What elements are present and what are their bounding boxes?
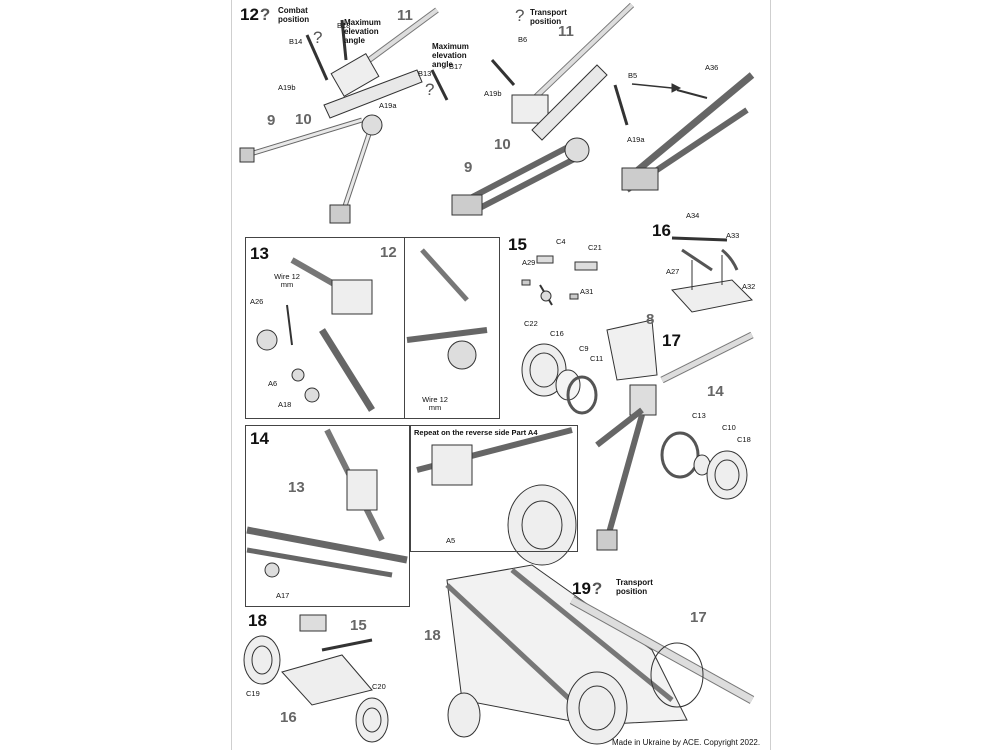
step13-wire-label: Wire 12 mm	[274, 272, 300, 289]
part-A19a-t: A19a	[627, 135, 645, 144]
step12b-callout-11: 11	[558, 23, 574, 40]
step18-callout-16: 16	[280, 709, 297, 726]
step16-number: 16	[652, 221, 671, 240]
question-icon: ?	[259, 5, 271, 24]
step17-callout-14: 14	[707, 383, 724, 400]
step12-transport-drawing	[451, 2, 755, 216]
step19-transport-note: Transport position	[616, 578, 653, 596]
step14-number: 14	[250, 429, 269, 448]
step12-combat-note: Combat position	[278, 6, 310, 24]
step18-callout-15: 15	[350, 617, 367, 634]
part-C10: C10	[722, 423, 736, 432]
step13-detail-frame	[404, 237, 500, 419]
part-C13: C13	[692, 411, 706, 420]
part-A26: A26	[250, 297, 264, 306]
step12-number: 12?	[240, 5, 271, 24]
copyright-footer: Made in Ukraine by ACE. Copyright 2022.	[612, 738, 761, 747]
step19-callout-17: 17	[690, 609, 707, 626]
part-A27: A27	[666, 267, 680, 276]
part-B6: B6	[518, 35, 528, 44]
step15-parts-drawing	[521, 255, 598, 415]
step17-callout-8: 8	[646, 311, 655, 328]
step17-assembly-drawing	[595, 319, 754, 551]
assembly-drawings	[239, 2, 755, 745]
step14-detail-frame	[410, 425, 578, 552]
step12-callout-10: 10	[295, 111, 312, 128]
part-B13: B13	[418, 69, 432, 78]
part-C20: C20	[372, 682, 386, 691]
part-C18: C18	[737, 435, 751, 444]
part-A5: A5	[446, 536, 456, 545]
step14-frame	[245, 425, 410, 607]
step14-callout-13: 13	[288, 479, 305, 496]
step13-wire-label-2: Wire 12 mm	[422, 395, 448, 412]
step12-max-elevation-1: Maximum elevation angle	[344, 18, 381, 45]
part-B14: B14	[289, 37, 303, 46]
step17-number: 17	[662, 331, 681, 350]
part-C4: C4	[556, 237, 566, 246]
part-A19b-t: A19b	[484, 89, 502, 98]
step15-number: 15	[508, 235, 527, 254]
step13-callout-12: 12	[380, 244, 397, 261]
part-A19b: A19b	[278, 83, 296, 92]
part-C9: C9	[579, 344, 589, 353]
step13-drawing	[256, 248, 488, 412]
instruction-sheet: 12? Combat position Maximum elevation an…	[231, 0, 771, 750]
part-A29: A29	[522, 258, 536, 267]
part-B5: B5	[628, 71, 638, 80]
step18-number: 18	[248, 611, 267, 630]
part-A6: A6	[268, 379, 278, 388]
question-icon: ?	[591, 579, 603, 598]
step19-drawing	[445, 564, 755, 745]
part-C21: C21	[588, 243, 602, 252]
part-A33: A33	[726, 231, 740, 240]
step12-callout-9: 9	[267, 112, 276, 129]
part-B18: B18	[337, 21, 351, 30]
part-C16: C16	[550, 329, 564, 338]
part-C22: C22	[524, 319, 538, 328]
part-C19: C19	[246, 689, 260, 698]
question-icon: ?	[425, 80, 435, 99]
part-A17: A17	[276, 591, 290, 600]
step16-axle-drawing	[671, 236, 754, 313]
step19-number: 19?	[572, 579, 603, 598]
step12b-callout-9: 9	[464, 159, 473, 176]
step14-drawing	[246, 427, 577, 578]
step12-gun-drawing	[239, 7, 449, 224]
step12b-callout-10: 10	[494, 136, 511, 153]
part-A36: A36	[705, 63, 719, 72]
step12-max-elevation-2: Maximum elevation angle	[432, 42, 469, 69]
part-A34: A34	[686, 211, 700, 220]
part-B17: B17	[449, 62, 463, 71]
question-icon: ?	[515, 6, 525, 25]
step19-callout-18: 18	[424, 627, 441, 644]
part-C11: C11	[590, 354, 604, 363]
part-A32: A32	[742, 282, 756, 291]
step12-callout-11: 11	[397, 7, 413, 24]
question-icon: ?	[313, 28, 323, 47]
step18-drawing	[243, 614, 389, 743]
part-A19a: A19a	[379, 101, 397, 110]
part-A18: A18	[278, 400, 292, 409]
step14-repeat-note: Repeat on the reverse side Part A4	[414, 428, 538, 437]
step12-transport-note: Transport position	[530, 8, 567, 26]
part-A31: A31	[580, 287, 594, 296]
step13-number: 13	[250, 244, 269, 263]
